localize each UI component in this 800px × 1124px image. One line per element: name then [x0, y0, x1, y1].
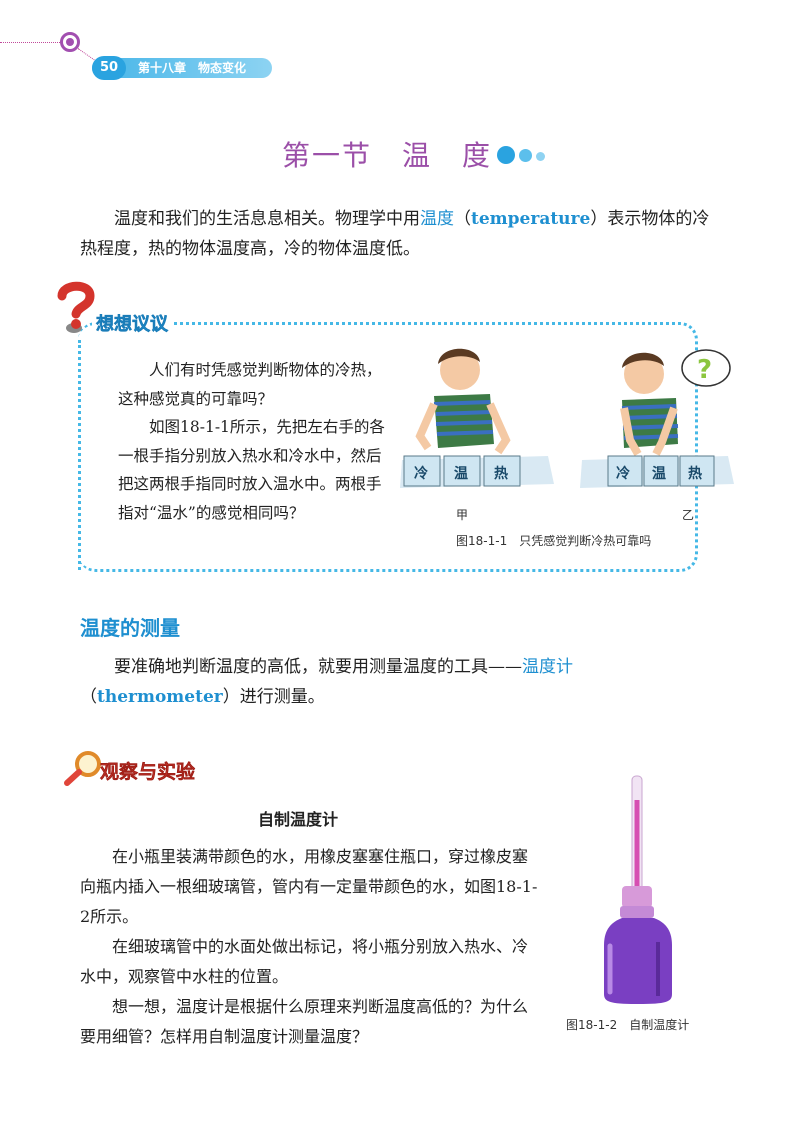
experiment-paragraph-3: 想一想，温度计是根据什么原理来判断温度高低的？为什么要用细管？怎样用自制温度计测…	[80, 997, 529, 1046]
think-box-left-border	[78, 340, 81, 570]
figure-18-1-1-caption: 图18-1-1 只凭感觉判断冷热可靠吗	[456, 534, 652, 548]
magnifier-icon	[64, 751, 101, 786]
experiment-text: 在小瓶里装满带颜色的水，用橡皮塞塞住瓶口，穿过橡皮塞向瓶内插入一根细玻璃管，管内…	[80, 842, 540, 1052]
intro-text-1: 温度和我们的生活息息相关。物理学中用	[114, 209, 420, 229]
think-label: 想想议议	[92, 310, 172, 336]
experiment-paragraph-1: 在小瓶里装满带颜色的水，用橡皮塞塞住瓶口，穿过橡皮塞向瓶内插入一根细玻璃管，管内…	[80, 847, 538, 926]
page-title: 第一节 温 度	[282, 139, 493, 172]
title-dot-medium-icon	[519, 149, 532, 162]
section-heading: 温度的测量	[80, 616, 180, 640]
observe-label: 观察与实验	[100, 761, 196, 783]
intro-term-en: temperature	[471, 209, 591, 229]
measure-term: 温度计	[522, 657, 573, 677]
question-mark-icon	[57, 281, 95, 333]
figure-18-1-2-thermometer	[604, 775, 672, 1004]
figure-label-right: 乙	[682, 508, 695, 522]
intro-open-paren: （	[454, 209, 471, 229]
figure-18-1-1-left: 冷 温 热	[400, 348, 554, 488]
think-text: 人们有时凭感觉判断物体的冷热，这种感觉真的可靠吗？ 如图18-1-1所示，先把左…	[118, 356, 393, 527]
header-dotted-line	[0, 42, 66, 43]
page-number: 50	[92, 56, 126, 80]
cup-hot-label-2: 热	[688, 465, 702, 482]
measure-term-en: thermometer	[97, 687, 223, 707]
experiment-paragraph-2: 在细玻璃管中的水面处做出标记，将小瓶分别放入热水、冷水中，观察管中水柱的位置。	[80, 937, 529, 986]
figure-18-1-2-caption: 图18-1-2 自制温度计	[566, 1018, 690, 1032]
thinking-bubble-question-icon: ?	[697, 355, 712, 385]
experiment-subtitle: 自制温度计	[258, 810, 339, 829]
cup-hot-label: 热	[494, 465, 508, 482]
think-box-border	[78, 322, 698, 572]
header-dotted-diagonal	[77, 48, 97, 62]
cup-cold-label: 冷	[414, 465, 428, 482]
title-dot-large-icon	[497, 146, 515, 164]
measure-text-1: 要准确地判断温度的高低，就要用测量温度的工具——	[114, 657, 522, 677]
think-paragraph-2: 如图18-1-1所示，先把左右手的各一根手指分别放入热水和冷水中，然后把这两根手…	[118, 418, 385, 522]
cup-warm-label: 温	[454, 466, 468, 482]
think-paragraph-1: 人们有时凭感觉判断物体的冷热，这种感觉真的可靠吗？	[118, 361, 382, 408]
figure-18-1-1-right: ? 冷 温 热	[580, 349, 734, 488]
header-ring-icon	[60, 32, 80, 52]
cup-cold-label-2: 冷	[616, 465, 630, 482]
cup-warm-label-2: 温	[652, 466, 666, 482]
measure-paragraph: 要准确地判断温度的高低，就要用测量温度的工具——温度计 （thermometer）…	[80, 652, 720, 712]
header-chapter-bar	[92, 58, 272, 78]
measure-open-paren: （	[80, 687, 97, 707]
measure-text-2: ）进行测量。	[222, 687, 325, 707]
intro-text-2: ）表示物体的冷热程度，热的物体温度高，冷的物体温度低。	[80, 209, 710, 259]
chapter-title: 第十八章 物态变化	[138, 61, 247, 75]
intro-paragraph: 温度和我们的生活息息相关。物理学中用温度（temperature）表示物体的冷热…	[80, 204, 720, 264]
figure-label-left: 甲	[456, 508, 469, 522]
intro-term: 温度	[420, 209, 454, 229]
title-dot-small-icon	[536, 152, 545, 161]
